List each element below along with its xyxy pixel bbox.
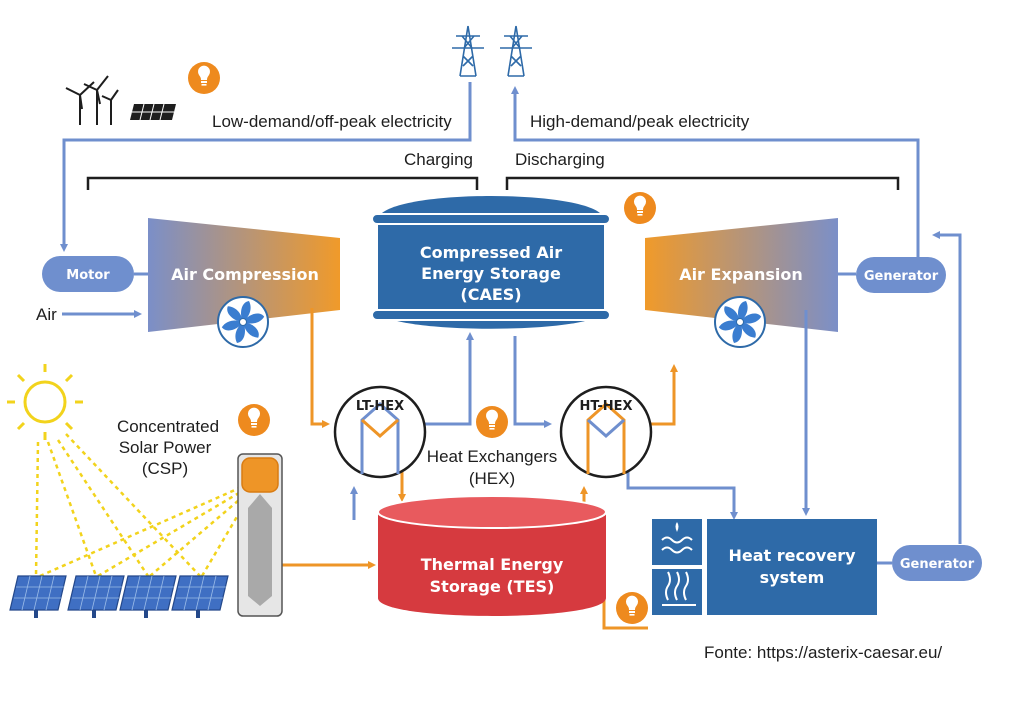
lightbulb-icon bbox=[624, 192, 656, 224]
fan-icon bbox=[714, 296, 766, 348]
charging-label: Charging bbox=[404, 150, 473, 169]
lightbulb-icon bbox=[188, 62, 220, 94]
csp-label-1: Concentrated bbox=[117, 417, 219, 436]
discharging-label: Discharging bbox=[515, 150, 605, 169]
solar-panel-icon bbox=[130, 103, 176, 121]
lightbulb-icon bbox=[476, 406, 508, 438]
lightbulb-icon bbox=[616, 592, 648, 624]
tes-label-1: Thermal Energy bbox=[421, 555, 564, 574]
caes-label-1: Compressed Air bbox=[420, 243, 562, 262]
heat-recovery-box bbox=[707, 519, 877, 615]
air-compression-unit bbox=[148, 218, 340, 332]
caes-label-2: Energy Storage bbox=[421, 264, 561, 283]
caes-label-3: (CAES) bbox=[460, 285, 521, 304]
heat-recovery-label-1: Heat recovery bbox=[728, 546, 856, 565]
heliostat-panels bbox=[9, 575, 229, 619]
motor-box bbox=[42, 256, 134, 292]
hex-label-2: (HEX) bbox=[469, 469, 515, 488]
caes-tank bbox=[371, 196, 611, 329]
lt-hex-label: LT-HEX bbox=[356, 399, 404, 414]
solar-rays bbox=[34, 433, 250, 578]
low-demand-label: Low-demand/off-peak electricity bbox=[212, 112, 452, 131]
sun-icon bbox=[7, 364, 83, 440]
air-expansion-label: Air Expansion bbox=[679, 265, 803, 284]
tes-tank bbox=[377, 495, 607, 616]
motor-label: Motor bbox=[66, 268, 110, 283]
air-expansion-unit bbox=[645, 218, 838, 332]
wind-turbine-icon bbox=[65, 75, 119, 125]
tes-label-2: Storage (TES) bbox=[430, 577, 555, 596]
lt-hex bbox=[333, 385, 427, 479]
source-caption: Fonte: https://asterix-caesar.eu/ bbox=[704, 643, 942, 662]
csp-tower bbox=[237, 453, 283, 617]
csp-label-3: (CSP) bbox=[142, 459, 188, 478]
ht-hex-label: HT-HEX bbox=[579, 399, 632, 414]
air-compression-label: Air Compression bbox=[171, 265, 319, 284]
air-label: Air bbox=[36, 305, 57, 324]
high-demand-label: High-demand/peak electricity bbox=[530, 112, 750, 131]
generator-top-label: Generator bbox=[864, 269, 939, 284]
generator-bottom-box bbox=[892, 545, 982, 581]
lightbulb-icon bbox=[238, 404, 270, 436]
hex-label-1: Heat Exchangers bbox=[427, 447, 557, 466]
charging-bracket bbox=[86, 176, 900, 190]
heat-recovery-label-2: system bbox=[760, 568, 825, 587]
charging-electricity-line bbox=[60, 82, 472, 252]
ht-hex bbox=[559, 385, 653, 479]
csp-label-2: Solar Power bbox=[119, 438, 212, 457]
generator-bottom-label: Generator bbox=[900, 557, 975, 572]
fan-icon bbox=[217, 296, 269, 348]
generator-top-box bbox=[856, 257, 946, 293]
discharging-electricity-line bbox=[511, 86, 920, 258]
pylons-icon bbox=[451, 25, 533, 77]
heat-icon bbox=[652, 569, 702, 615]
